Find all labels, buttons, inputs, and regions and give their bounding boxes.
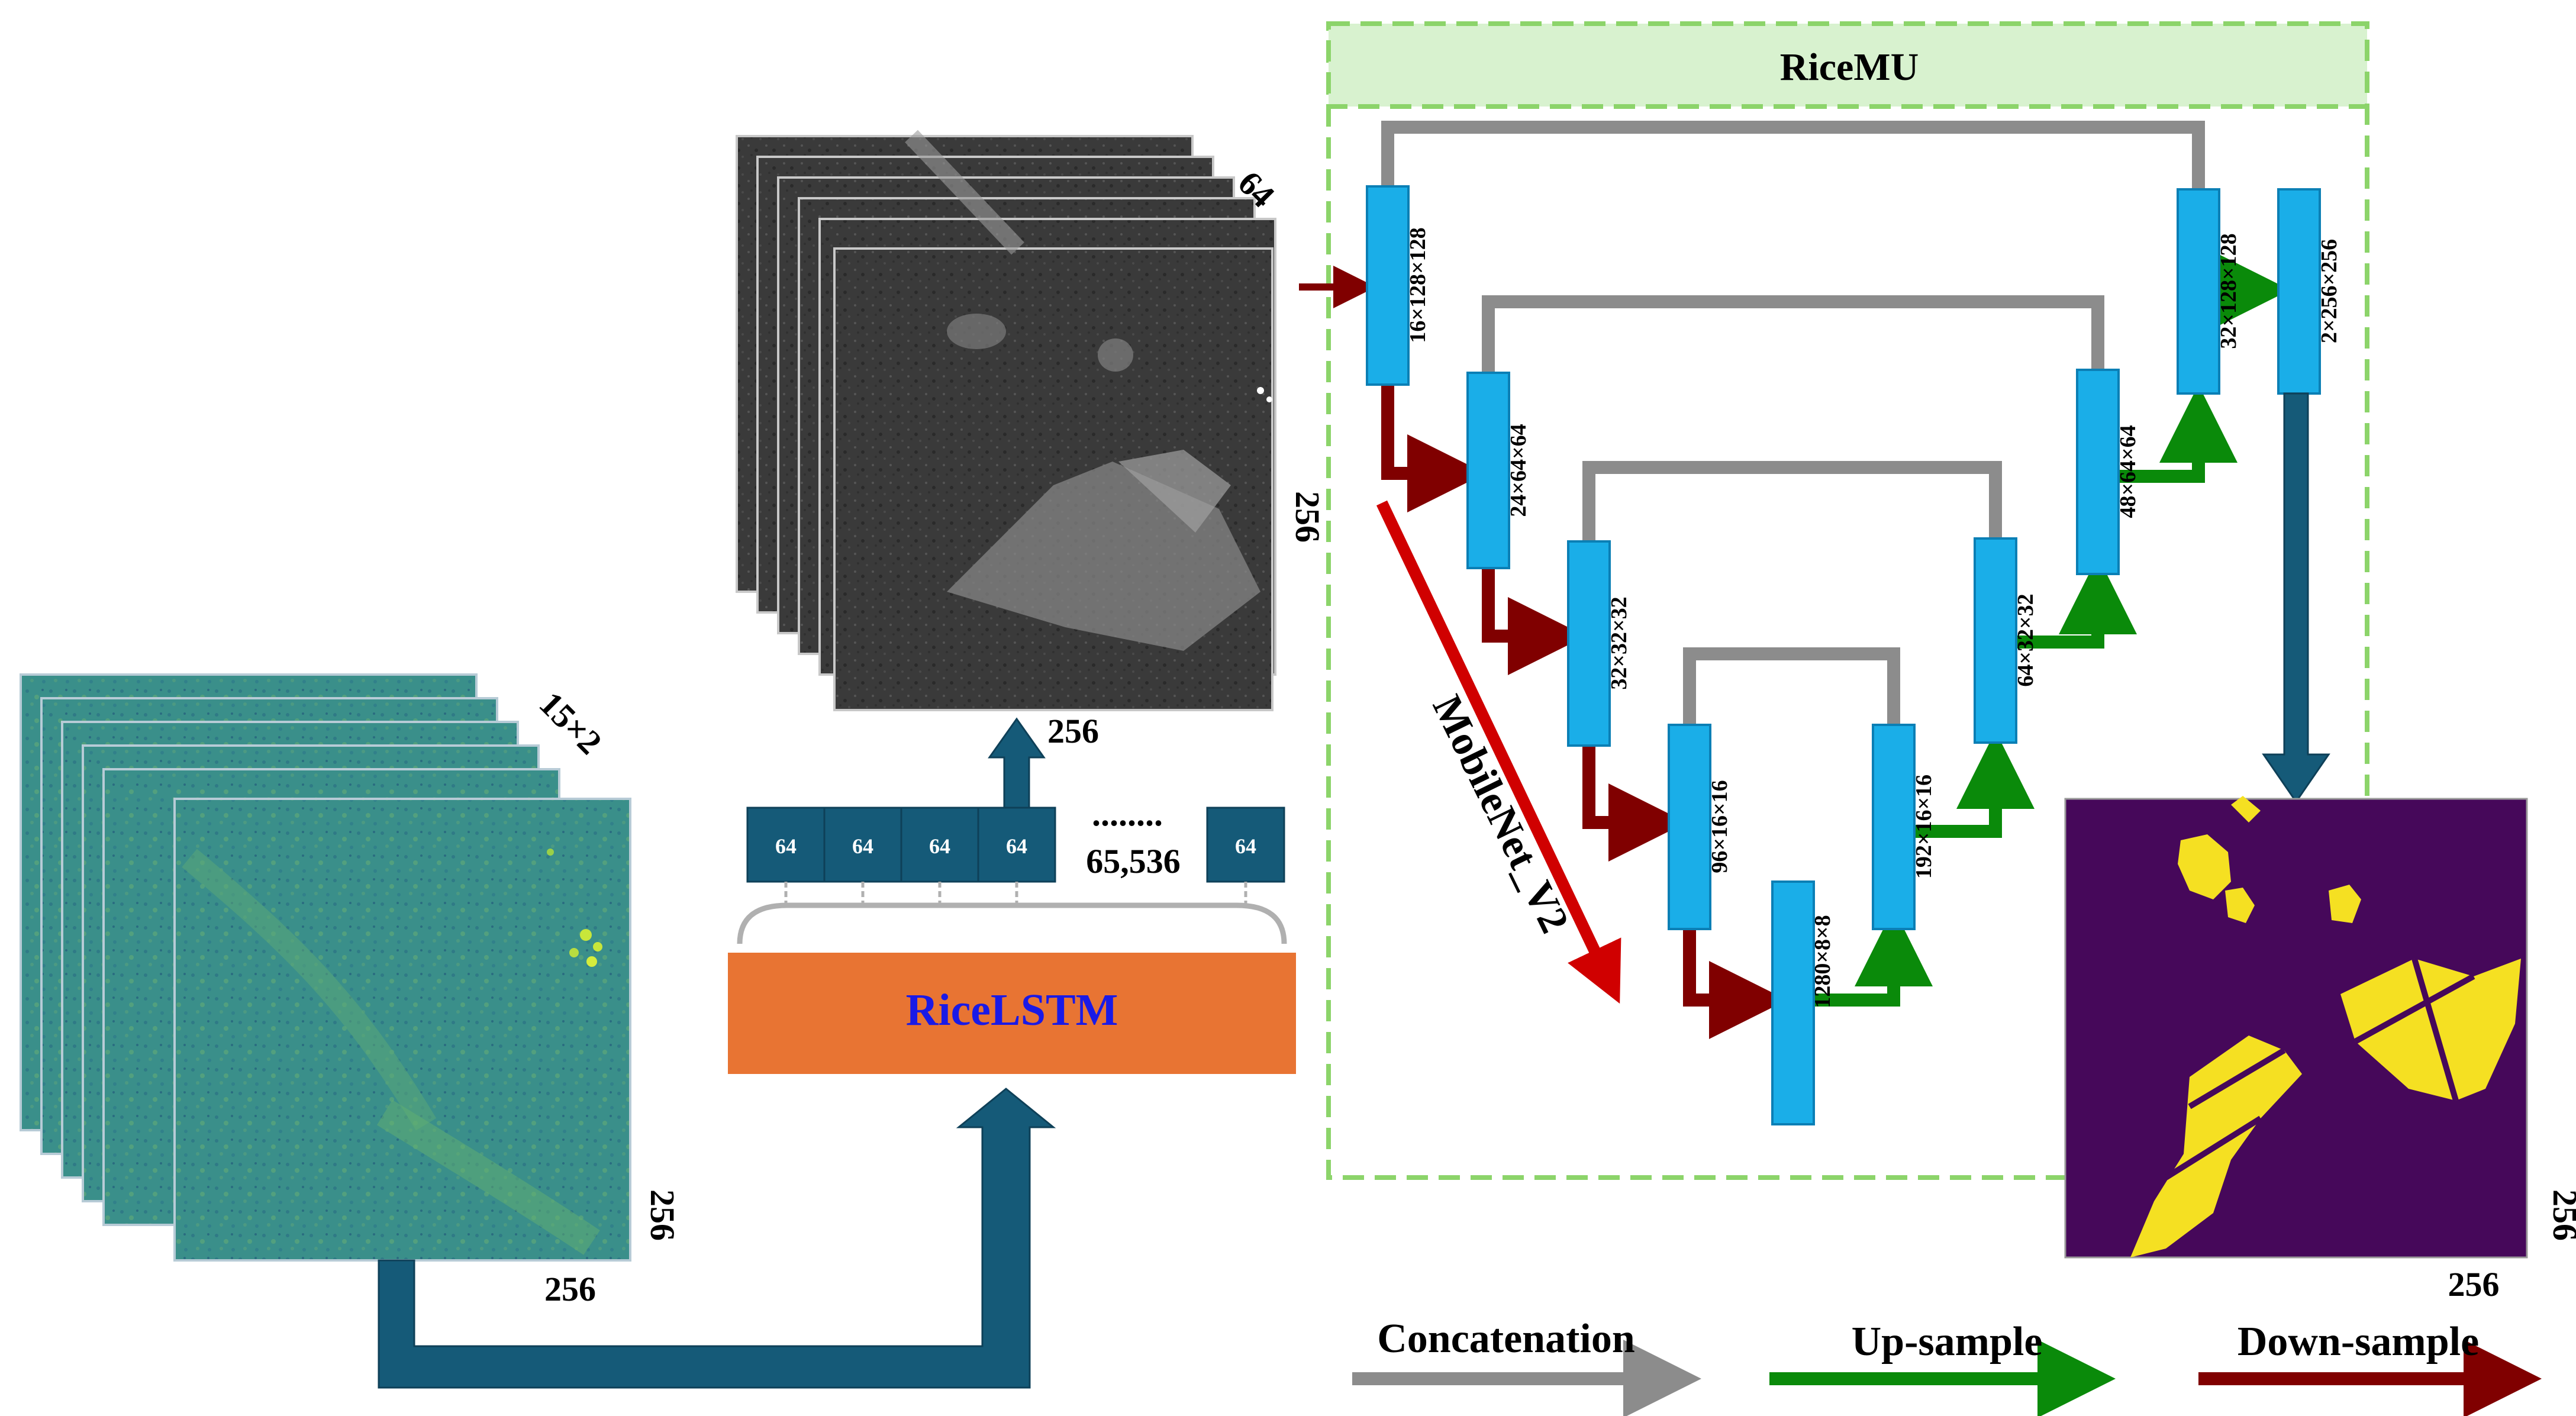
vector-count: 65,536 — [1086, 842, 1181, 880]
svg-text:Down-sample: Down-sample — [2238, 1319, 2479, 1365]
decoder-block-1: 32×128×128 — [2177, 188, 2241, 395]
vector-cell-last: 64 — [1206, 807, 1285, 905]
downsample-arrow — [1582, 746, 1687, 862]
output-arrow — [2262, 392, 2330, 804]
encoder-block-4: 96×16×16 — [1668, 724, 1732, 930]
output-width-label: 256 — [2448, 1265, 2500, 1304]
lstm-bracket — [737, 902, 1287, 944]
svg-text:Concatenation: Concatenation — [1377, 1316, 1635, 1362]
input-layer-front — [173, 798, 631, 1262]
encoder-label: MobileNet_V2 — [1424, 688, 1578, 940]
skip-connections — [1381, 121, 2205, 725]
ricelstm-label: RiceLSTM — [906, 985, 1118, 1035]
input-width-label: 256 — [544, 1270, 596, 1308]
vectors-to-features-arrow — [988, 717, 1046, 809]
svg-text:64: 64 — [852, 834, 873, 858]
vector-cell: 64 — [823, 807, 902, 905]
encoder-block-1: 16×128×128 — [1366, 185, 1430, 386]
input-depth-label: 15×2 — [532, 684, 610, 762]
vector-cell: 64 — [977, 807, 1056, 905]
encoder-block-2: 24×64×64 — [1466, 372, 1531, 569]
unet-blocks: 16×128×128 24×64×64 32×32×32 96×16×16 12… — [1366, 185, 2342, 1125]
svg-text:32×128×128: 32×128×128 — [2216, 233, 2241, 349]
input-image-stack: 15×2 256 256 — [20, 673, 682, 1308]
feature-map-stack: 64 256 256 — [736, 130, 1327, 750]
downsample-arrow — [1482, 568, 1586, 675]
legend: Concatenation Up-sample Down-sample — [1352, 1316, 2542, 1416]
svg-text:1280×8×8: 1280×8×8 — [1810, 915, 1835, 1008]
sequence-vectors: 64 64 64 64 ........ 65,536 64 — [746, 794, 1285, 905]
svg-text:96×16×16: 96×16×16 — [1707, 780, 1732, 873]
output-height-label: 256 — [2546, 1189, 2576, 1241]
upsample-arrows — [1811, 251, 2290, 1007]
vector-cell: 64 — [746, 807, 826, 905]
svg-text:64: 64 — [1235, 834, 1256, 858]
downsample-arrow — [1683, 929, 1787, 1039]
decoder-block-2: 48×64×64 — [2076, 369, 2140, 575]
svg-text:64: 64 — [929, 834, 950, 858]
legend-downsample: Down-sample — [2198, 1319, 2542, 1416]
svg-text:16×128×128: 16×128×128 — [1405, 227, 1430, 343]
downsample-arrow — [1381, 385, 1485, 512]
upsample-arrow — [1911, 731, 2035, 838]
skip-connection — [1683, 647, 1900, 725]
svg-text:24×64×64: 24×64×64 — [1506, 424, 1531, 517]
skip-connection — [1381, 121, 2205, 189]
decoder-block-4: 192×16×16 — [1872, 724, 1936, 930]
svg-text:192×16×16: 192×16×16 — [1911, 775, 1936, 879]
segmentation-output-map: 256 256 — [2064, 796, 2576, 1304]
output-block: 2×256×256 — [2277, 188, 2342, 395]
ricemu-title: RiceMU — [1780, 46, 1919, 89]
upsample-arrow — [2012, 556, 2137, 649]
decoder-block-3: 64×32×32 — [1974, 537, 2038, 744]
svg-text:64: 64 — [1006, 834, 1027, 858]
upsample-arrow — [1811, 908, 1933, 1007]
bottleneck-block: 1280×8×8 — [1771, 880, 1835, 1125]
vector-cell: 64 — [900, 807, 979, 905]
input-to-lstm-arrow — [378, 1088, 1056, 1389]
feature-layer-front — [833, 130, 1274, 711]
svg-text:64×32×32: 64×32×32 — [2013, 594, 2038, 686]
skip-connection — [1482, 295, 2104, 373]
feature-height-label: 256 — [1288, 491, 1327, 543]
svg-text:48×64×64: 48×64×64 — [2116, 425, 2140, 518]
downsample-arrows — [1381, 385, 1787, 1039]
legend-upsample: Up-sample — [1769, 1319, 2116, 1416]
encoder-block-3: 32×32×32 — [1567, 540, 1632, 747]
input-height-label: 256 — [643, 1189, 682, 1241]
legend-concatenation: Concatenation — [1352, 1316, 1701, 1416]
upsample-arrow — [2113, 385, 2238, 483]
ricelstm-block: RiceLSTM — [728, 953, 1296, 1074]
ricemu-module: RiceMU — [1326, 21, 2369, 1180]
vector-ellipsis: ........ — [1092, 794, 1163, 833]
svg-text:2×256×256: 2×256×256 — [2317, 239, 2342, 343]
skip-connection — [1582, 461, 2002, 541]
feature-width-label: 256 — [1047, 712, 1099, 750]
svg-text:Up-sample: Up-sample — [1852, 1319, 2043, 1365]
encoder-direction-arrow — [1376, 500, 1621, 1004]
svg-text:64: 64 — [775, 834, 797, 858]
svg-text:32×32×32: 32×32×32 — [1607, 596, 1632, 689]
